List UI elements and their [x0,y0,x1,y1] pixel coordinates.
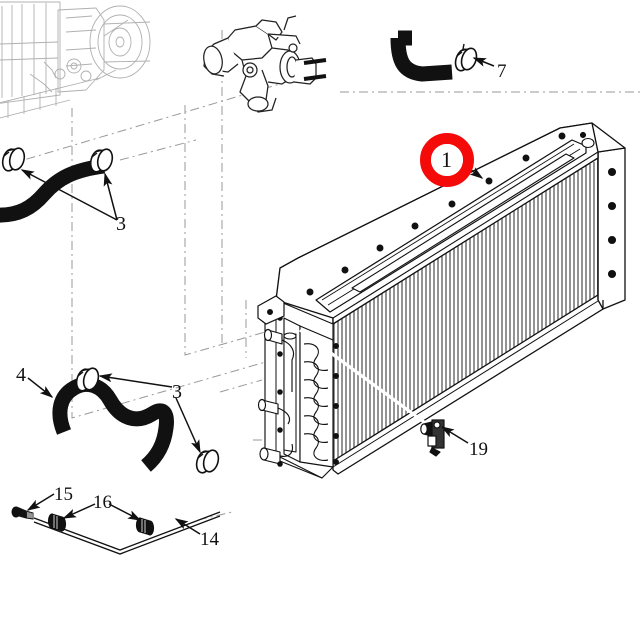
callout-1-highlight-ring[interactable] [420,133,474,187]
leader-16-left [62,503,96,519]
callout-label-3-lower: 3 [172,381,182,403]
hose-clamp-3-lower-right[interactable] [194,448,221,474]
callout-label-19: 19 [469,439,488,460]
hose-clamp-3-upper-right[interactable] [89,148,115,174]
callout-label-1: 1 [441,147,452,172]
radiator-left-tank [257,299,339,479]
callout-label-7: 7 [497,61,507,82]
leader-16-right [108,503,142,521]
drain-valve-part[interactable] [420,419,445,457]
leader-line-to-drain-valve [299,328,433,430]
radiator-top-tank [275,122,599,325]
hose-clamp-3-upper-left[interactable] [1,147,27,173]
thermostat-housing [203,15,317,113]
hose-clamp-3-lower-left[interactable] [74,366,101,392]
leader-19 [440,426,469,444]
lower-radiator-hose[interactable] [52,377,174,472]
leader-14 [174,518,201,535]
thermostat-outlet-studs [303,58,327,81]
bolt-15[interactable] [11,506,34,520]
leader-7 [472,57,495,67]
tube-clip-16-right[interactable] [135,517,155,536]
upper-left-hose[interactable] [0,158,106,223]
leader-15 [26,493,55,511]
leader-3b-right [175,397,201,454]
leader-3a-right [103,172,118,221]
leader-4 [27,377,54,398]
callout-label-15: 15 [54,484,73,505]
engine-block-ghost [0,1,151,119]
radiator-corner-bracket [257,295,285,325]
leader-3b-left [98,373,173,388]
callout-label-4: 4 [16,364,26,386]
callout-label-14: 14 [200,529,219,550]
tube-clip-16-left[interactable] [47,513,67,532]
callout-label-3-upper: 3 [116,213,126,235]
callout-label-16: 16 [93,492,112,513]
radiator-assembly[interactable] [257,122,626,479]
leader-3a-left [20,169,118,221]
callout-leader-lines [20,57,495,535]
upper-radiator-hose[interactable] [390,30,453,82]
